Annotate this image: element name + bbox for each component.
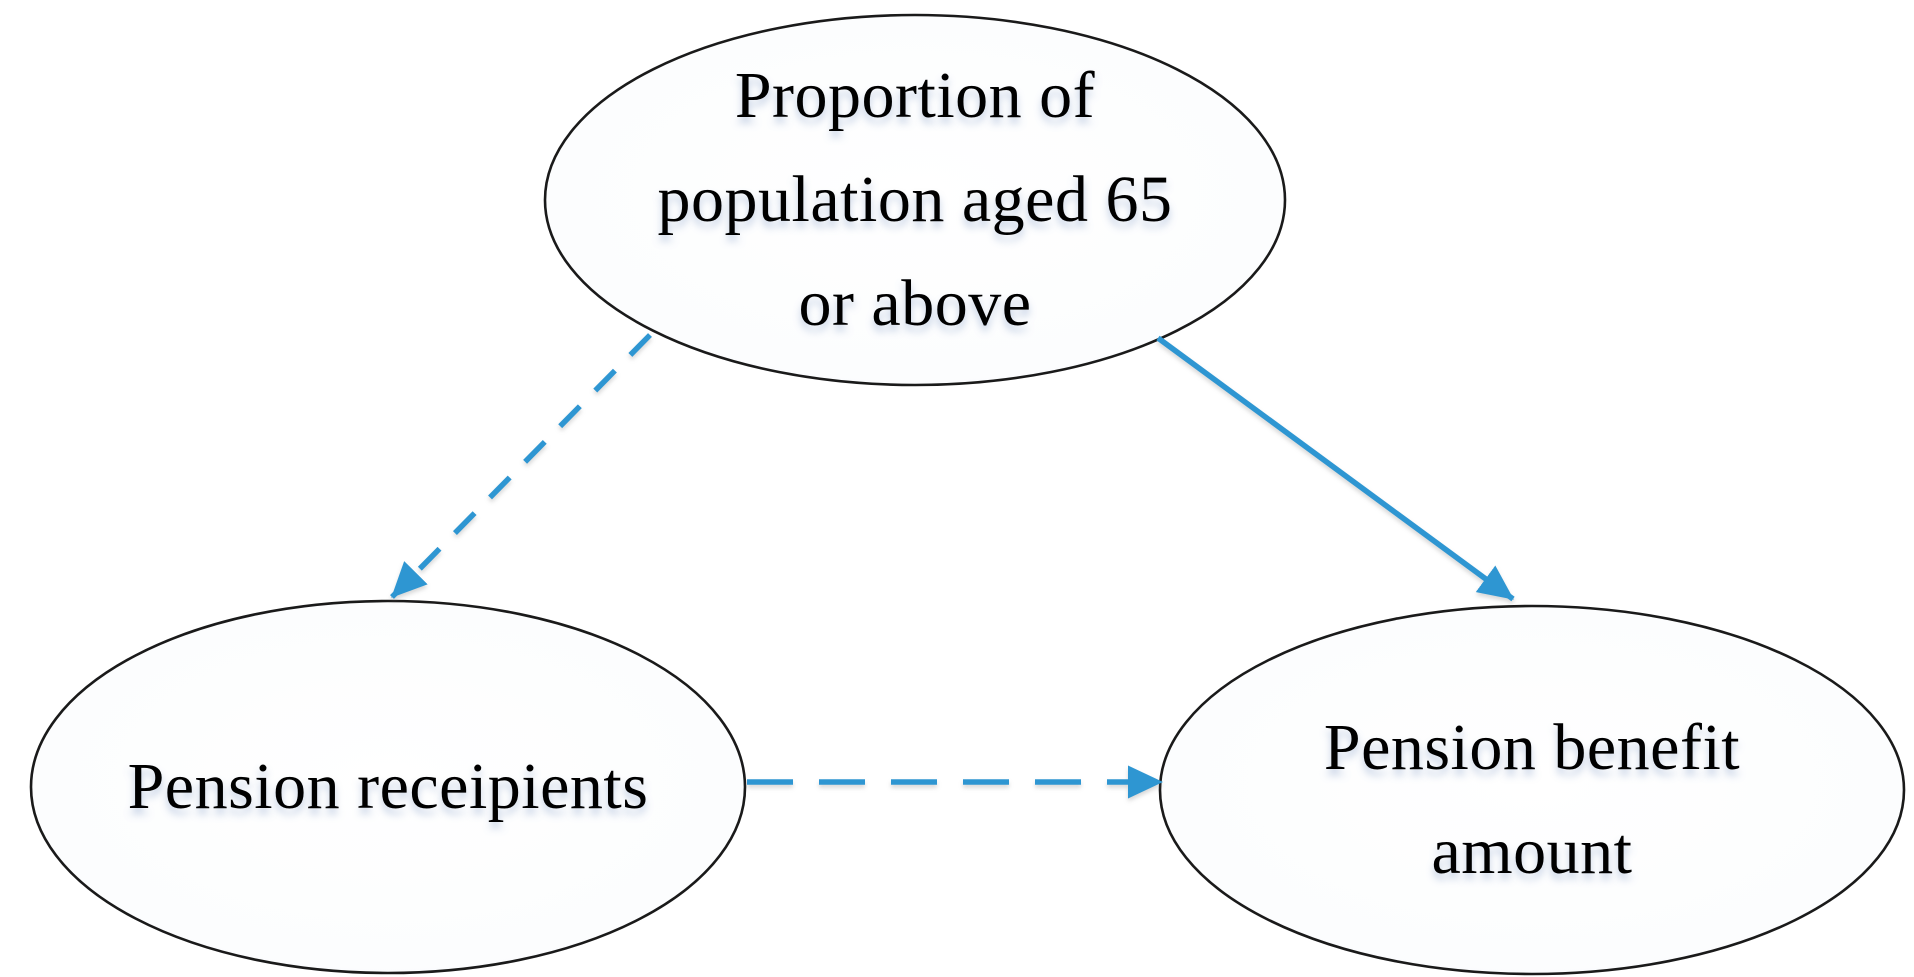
node-aged-population-ellipse bbox=[543, 13, 1287, 387]
edge-aged-to-recipients-dashed-arrow bbox=[390, 333, 652, 599]
node-pension-benefit-ellipse bbox=[1158, 604, 1906, 976]
node-pension-recipients-ellipse bbox=[29, 599, 747, 975]
edge-aged-to-benefit-solid-arrow bbox=[1156, 335, 1515, 602]
